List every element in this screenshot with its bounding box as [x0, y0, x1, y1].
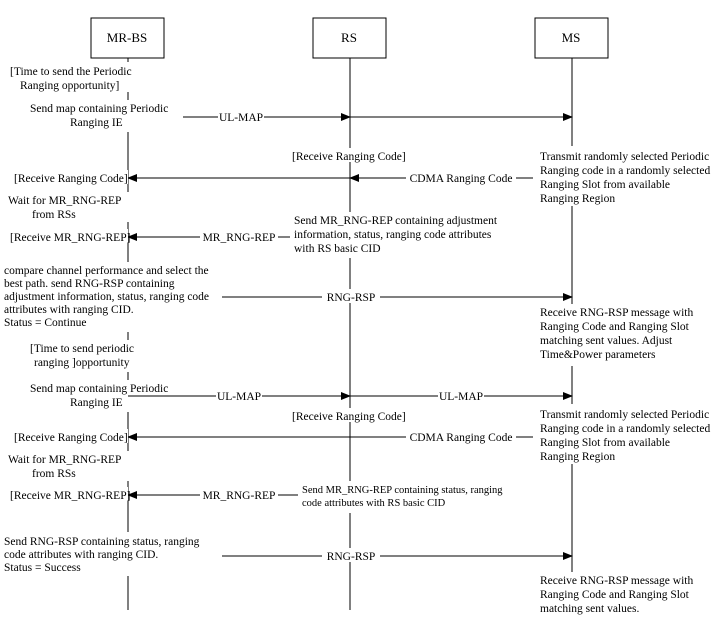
participant-ms: MS [534, 17, 609, 59]
msg-rng-rsp-2-label: RNG-RSP [327, 551, 376, 563]
note-mrbs-receive-mr-rng-rep-2: [Receive MR_RNG-REP] [10, 490, 130, 502]
msg-mr-rng-rep-2-label: MR_RNG-REP [203, 490, 276, 502]
participant-mrbs: MR-BS [90, 17, 165, 59]
participant-rs: RS [312, 17, 387, 59]
msg-rng-rsp-1-label: RNG-RSP [327, 292, 376, 304]
msg-ul-map-2-label: UL-MAP [217, 391, 261, 403]
participant-mrbs-label: MR-BS [107, 30, 147, 45]
msg-mr-rng-rep-1-label: MR_RNG-REP [203, 232, 276, 244]
note-rs-receive-ranging-code-2: [Receive Ranging Code] [292, 411, 406, 423]
note-rs-receive-ranging-code-1: [Receive Ranging Code] [292, 151, 406, 163]
msg-cdma-1-label: CDMA Ranging Code [410, 173, 513, 185]
msg-ul-map-3-label: UL-MAP [439, 391, 483, 403]
msg-ul-map-1-label: UL-MAP [219, 112, 263, 124]
msg-cdma-2-label: CDMA Ranging Code [410, 432, 513, 444]
note-mrbs-receive-mr-rng-rep-1: [Receive MR_RNG-REP] [10, 232, 130, 244]
note-rs-send-mr-rng-rep-2: Send MR_RNG-REP containing status, rangi… [302, 485, 503, 509]
note-mrbs-receive-ranging-code-1: [Receive Ranging Code] [14, 173, 128, 185]
note-compare-channel: compare channel performance and select t… [4, 265, 209, 329]
participant-rs-label: RS [341, 30, 357, 45]
participant-ms-label: MS [562, 30, 581, 45]
note-mrbs-receive-ranging-code-2: [Receive Ranging Code] [14, 432, 128, 444]
